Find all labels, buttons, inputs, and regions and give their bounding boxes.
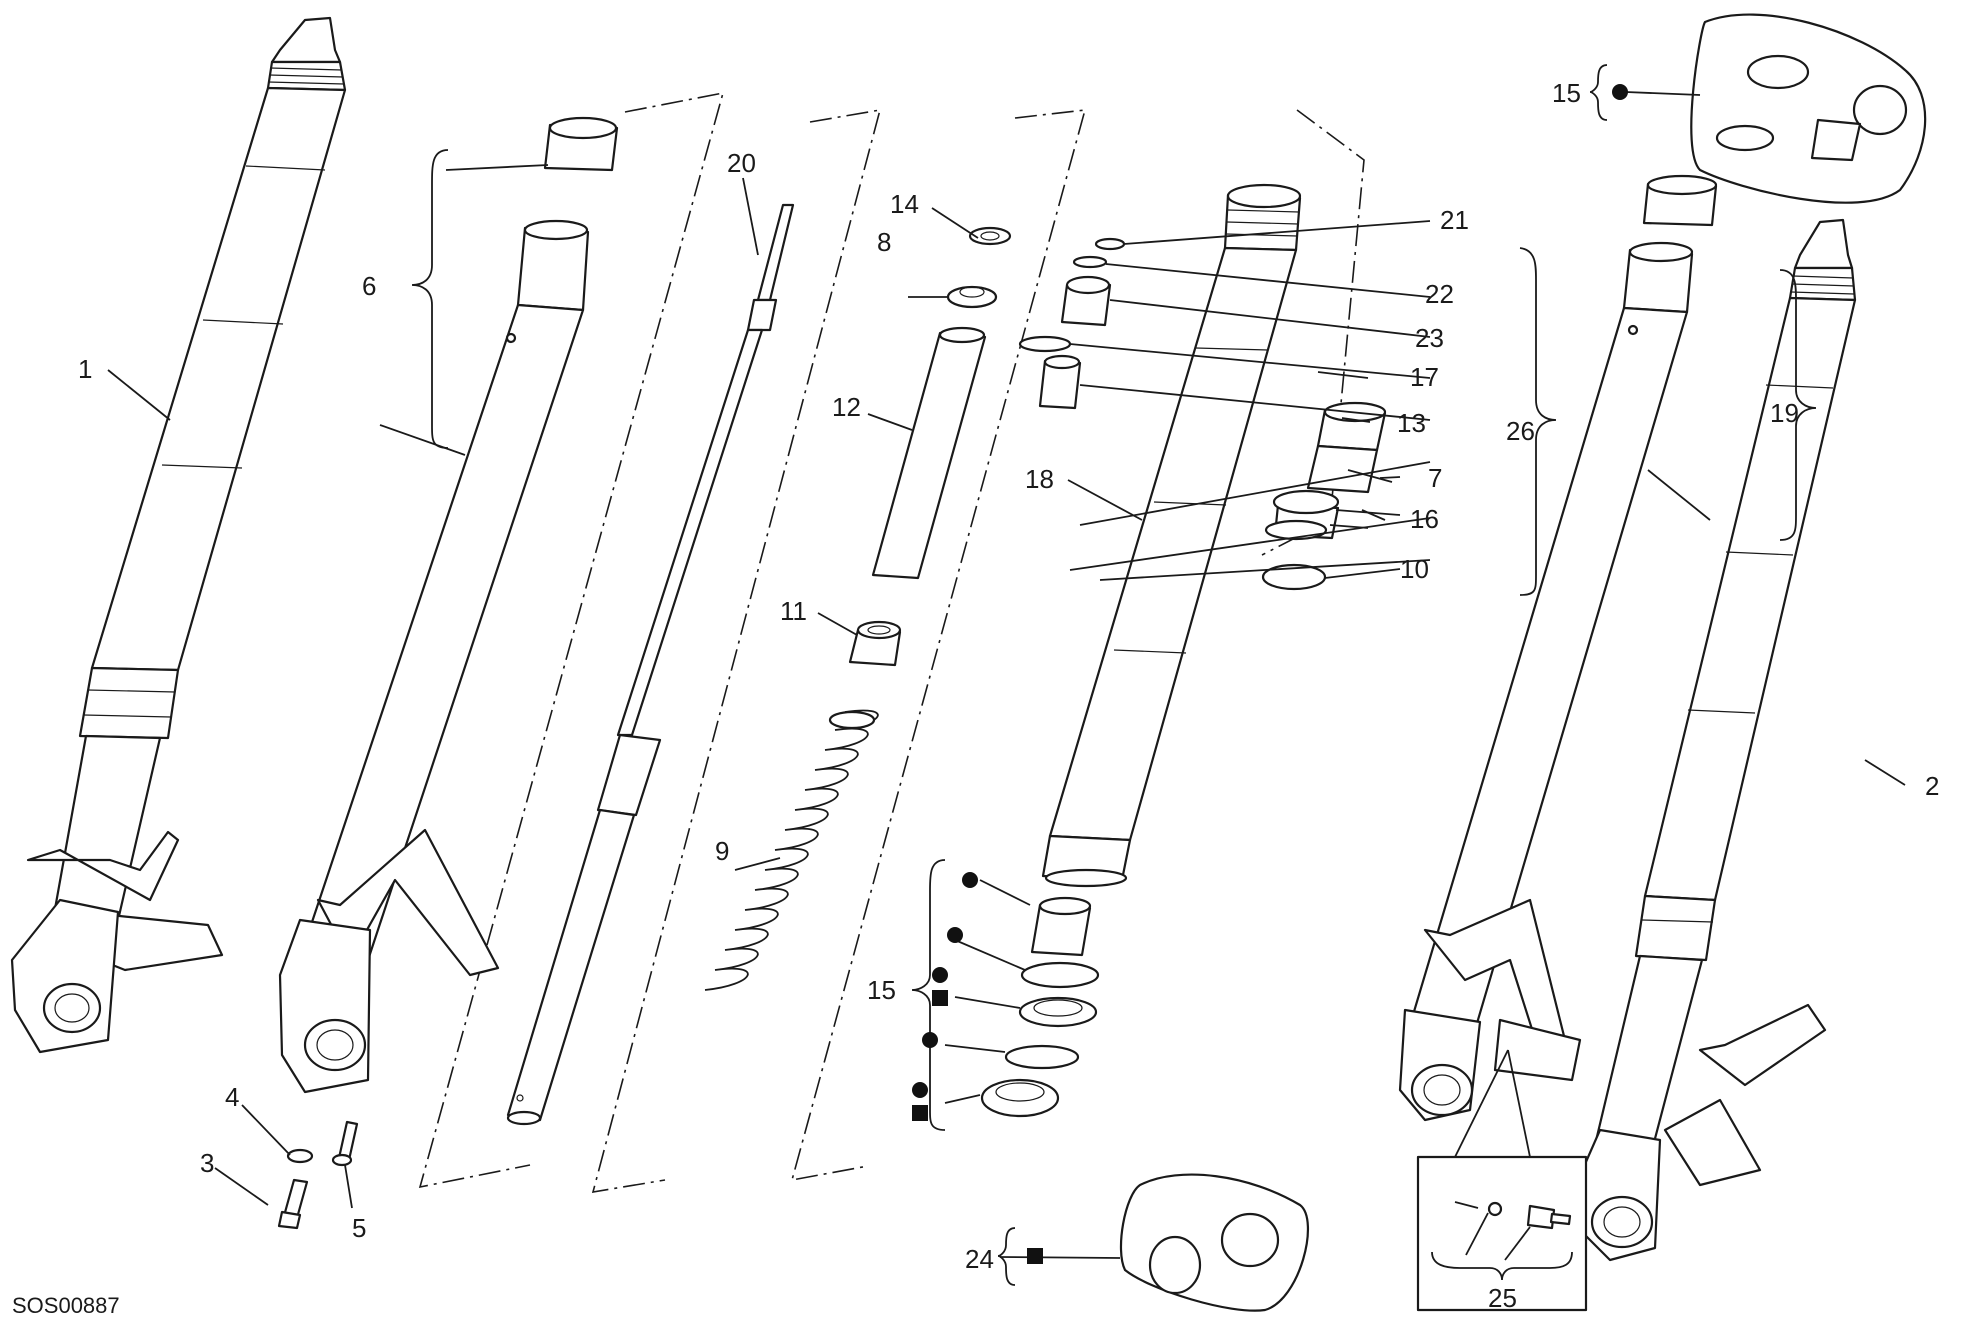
square-symbol-24 [1027, 1248, 1043, 1264]
legend-symbols [912, 84, 1628, 1264]
label-12: 12 [832, 392, 861, 422]
label-14: 14 [890, 189, 919, 219]
dot-symbol-15-1 [962, 872, 978, 888]
label-26: 26 [1506, 416, 1535, 446]
fork-leg-right-assembled [1576, 218, 1857, 1262]
label-17: 17 [1410, 362, 1439, 392]
dot-symbol-15-5 [912, 1082, 928, 1098]
label-20: 20 [727, 148, 756, 178]
label-16: 16 [1410, 504, 1439, 534]
label-10: 10 [1400, 554, 1429, 584]
label-11: 11 [780, 596, 807, 626]
label-21: 21 [1440, 205, 1469, 235]
seal-kit-24 [1119, 1173, 1309, 1312]
dot-symbol-15-2 [947, 927, 963, 943]
damper-rod [506, 203, 795, 1126]
square-symbol-15-3 [932, 990, 948, 1006]
spring-cartridge-parts [704, 226, 1012, 991]
fork-tube-right [1398, 174, 1718, 1122]
braces [411, 64, 1817, 1286]
drawing-code: SOS00887 [12, 1293, 120, 1318]
label-19: 19 [1770, 398, 1799, 428]
label-15-top: 15 [1552, 78, 1581, 108]
label-25: 25 [1488, 1283, 1517, 1313]
dot-symbol-15-3 [932, 967, 948, 983]
label-6: 6 [362, 271, 376, 301]
callout-labels: 1 2 3 4 5 6 7 8 9 10 11 12 13 14 15 15 1… [78, 78, 1939, 1313]
label-23: 23 [1415, 323, 1444, 353]
label-3: 3 [200, 1148, 214, 1178]
label-8: 8 [877, 227, 891, 257]
label-15-bottom: 15 [867, 975, 896, 1005]
fork-leg-left-assembled [10, 16, 347, 1054]
label-22: 22 [1425, 279, 1454, 309]
seal-set-bottom [980, 896, 1100, 1118]
label-7: 7 [1428, 463, 1442, 493]
label-2: 2 [1925, 771, 1939, 801]
label-1: 1 [78, 354, 92, 384]
dot-symbol-15-4 [922, 1032, 938, 1048]
label-24: 24 [965, 1244, 994, 1274]
label-5: 5 [352, 1213, 366, 1243]
screws [277, 1120, 359, 1230]
fork-outer-tube-right [1041, 183, 1302, 888]
label-18: 18 [1025, 464, 1054, 494]
label-4: 4 [225, 1082, 239, 1112]
square-symbol-15-5 [912, 1105, 928, 1121]
fork-tube-left [278, 116, 619, 1094]
leader-lines [107, 91, 1906, 1259]
bleed-screw-inset [1416, 1049, 1588, 1312]
dot-symbol-15a [1612, 84, 1628, 100]
label-13: 13 [1397, 408, 1426, 438]
label-9: 9 [715, 836, 729, 866]
seal-kit-top-right [1690, 13, 1927, 204]
